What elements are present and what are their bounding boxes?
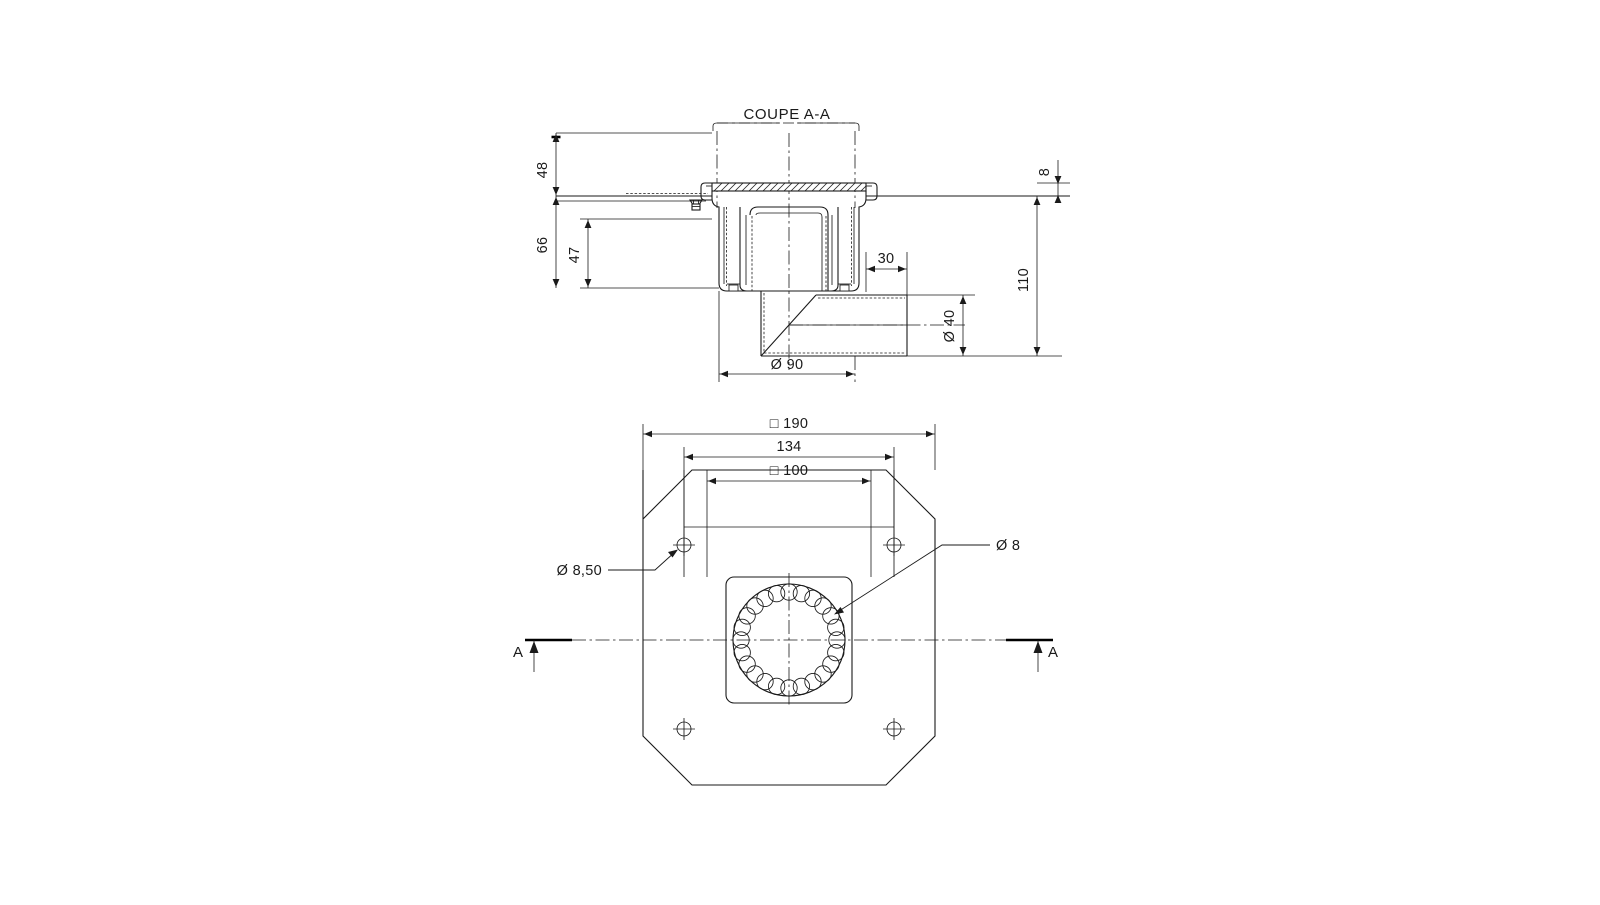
dim-sq190-group: □ 190	[642, 416, 936, 470]
dim-8-group: 8	[1037, 160, 1070, 203]
dim-66-label: 66	[535, 237, 551, 254]
dim-66-group: 66	[535, 196, 560, 288]
dim-30-label: 30	[878, 251, 895, 267]
dim-sq190-label: □ 190	[770, 416, 808, 432]
section-extension-lines-left	[556, 132, 719, 289]
dim-47-group: 47	[567, 219, 592, 288]
trap-seat-detail	[727, 283, 851, 292]
section-view-group: 48 66 47 30	[535, 106, 1070, 382]
flange-plate-outline	[642, 469, 936, 786]
dim-48-label: 48	[535, 162, 551, 179]
dim-30-group: 30	[865, 251, 908, 300]
section-mark-left: A	[513, 638, 572, 672]
callout-d850: Ø 8,50	[557, 549, 678, 579]
dim-d90-group: Ø 90	[718, 291, 856, 382]
mounting-hole-bottom-left	[673, 718, 695, 740]
drain-body-outline	[711, 191, 867, 292]
section-extent-lines	[716, 131, 856, 208]
callout-d850-label: Ø 8,50	[557, 563, 602, 579]
dim-134-group: 134	[683, 439, 895, 545]
dim-sq100-group: □ 100	[706, 463, 872, 577]
plan-view-group: □ 190 134 □ 100	[513, 416, 1058, 786]
section-mark-right: A	[1006, 638, 1058, 672]
dim-8-label: 8	[1037, 168, 1053, 176]
section-mark-right-label: A	[1048, 644, 1058, 661]
dim-110-label: 110	[1016, 268, 1032, 292]
dim-47-label: 47	[567, 247, 583, 264]
callout-d8: Ø 8	[834, 538, 1020, 615]
grate-perforations	[732, 583, 846, 697]
clamp-bolt-detail	[689, 199, 703, 211]
section-view-title: COUPE A-A	[743, 106, 830, 123]
dim-d40-label: Ø 40	[942, 310, 958, 343]
section-title-bracket	[712, 122, 860, 131]
dim-134-label: 134	[776, 439, 801, 455]
dim-48-group: 48	[535, 133, 561, 196]
dim-d40-group: Ø 40	[907, 294, 975, 357]
callout-d8-label: Ø 8	[996, 538, 1020, 554]
dim-d90-label: Ø 90	[771, 357, 804, 373]
dim-sq100-label: □ 100	[770, 463, 808, 479]
grate-plate	[711, 182, 867, 192]
flange-collar	[700, 182, 878, 201]
mounting-hole-bottom-right	[883, 718, 905, 740]
section-mark-left-label: A	[513, 644, 523, 661]
outlet-spigot	[760, 291, 965, 357]
siphon-trap-bell	[739, 206, 839, 292]
dim-110-group: 110	[975, 196, 1062, 357]
